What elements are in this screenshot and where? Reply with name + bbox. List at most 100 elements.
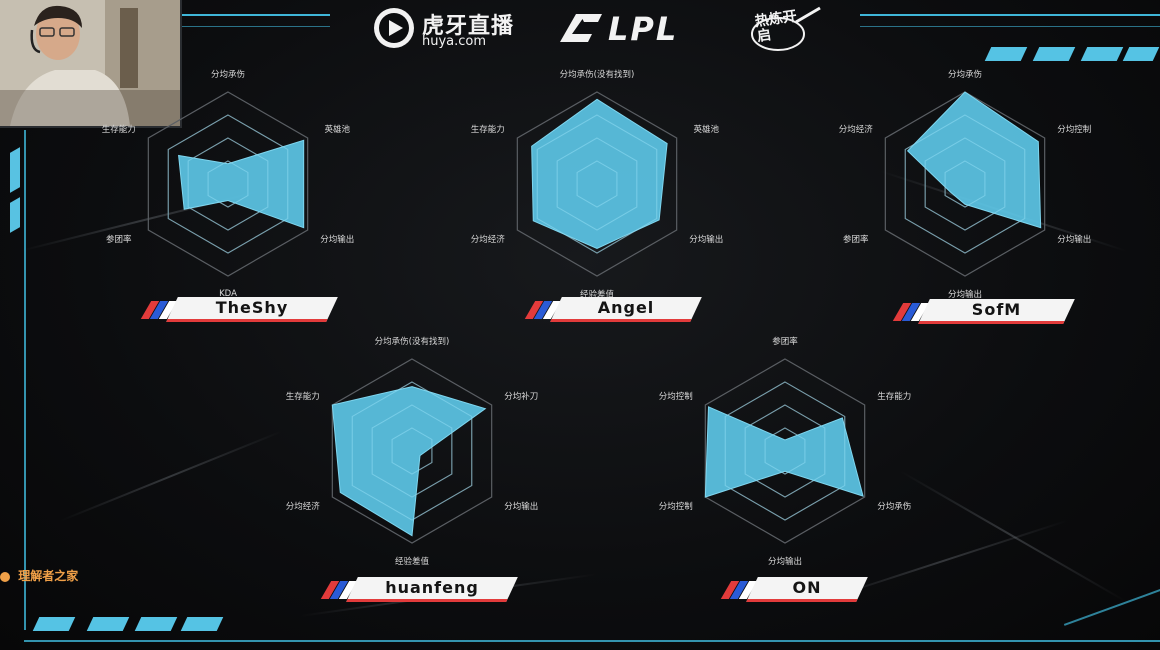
radar-axis-label: 经验差值: [579, 290, 615, 300]
radar-ring: [944, 160, 986, 208]
radar-ring-overlay: [556, 137, 638, 231]
radar-data-area: [906, 91, 1042, 229]
radar-ring-overlay: [724, 381, 846, 521]
radar-ring-overlay: [167, 114, 289, 254]
radar-axis-label: 分均输出: [767, 557, 803, 567]
radar-ring: [924, 137, 1006, 231]
event-logo: 热炼开启: [744, 4, 834, 58]
radar-data-area: [331, 386, 487, 537]
player-name: huanfeng: [385, 578, 479, 597]
left-accent-bar: [10, 147, 20, 193]
radar-axis-label: 分均补刀: [504, 392, 539, 402]
stream-ticker: 理解者之家: [0, 567, 78, 584]
huya-logo-url: huya.com: [422, 34, 487, 49]
deco-block: [86, 617, 130, 631]
radar-ring-overlay: [744, 404, 826, 498]
radar-axis-label: 分均输出: [1057, 235, 1092, 245]
player-name: TheShy: [215, 298, 289, 317]
deco-block: [984, 47, 1028, 61]
radar-ring-overlay: [371, 404, 453, 498]
radar-axis-label: 分均经济: [838, 125, 873, 135]
radar-ring: [391, 427, 433, 475]
bg-streak: [899, 470, 1126, 602]
radar-ring-overlay: [764, 427, 806, 475]
left-accent-bar: [10, 197, 20, 233]
radar-axis-label: 分均承伤(没有找到): [374, 337, 450, 347]
frame-line-top-right: [860, 14, 1160, 16]
radar-axis-label: 分均控制: [658, 502, 693, 512]
radar-axis-label: 英雄池: [693, 125, 720, 135]
radar-axis-label: 生存能力: [470, 125, 505, 135]
radar-axis-label: 分均控制: [1057, 125, 1092, 135]
ticker-text: 理解者之家: [18, 569, 79, 583]
radar-ring: [351, 381, 473, 521]
radar-ring: [764, 427, 806, 475]
deco-block: [1122, 47, 1160, 61]
player-nameplate: ON: [720, 577, 872, 602]
bg-streak: [59, 430, 283, 522]
radar-axis-label: 分均承伤: [947, 70, 983, 80]
frame-line-top-left-2: [180, 26, 330, 27]
bg-streak: [19, 187, 273, 252]
streamer-figure: [0, 0, 180, 126]
frame-line-top-right-2: [860, 26, 1160, 27]
deco-block: [134, 617, 178, 631]
radar-axis-label: 参团率: [105, 235, 132, 245]
event-logo-text: 热炼开启: [753, 8, 798, 45]
radar-axis-label: 分均经济: [470, 235, 505, 245]
lpl-emblem-icon: [560, 14, 602, 42]
radar-ring-overlay: [536, 114, 658, 254]
radar-axis-label: 经验差值: [394, 557, 430, 567]
radar-axis-label: 参团率: [842, 235, 869, 245]
radar-axis-label: 分均输出: [947, 290, 983, 300]
radar-ring-overlay: [576, 160, 618, 208]
player-name: ON: [792, 578, 822, 597]
radar-ring: [167, 114, 289, 254]
radar-axis-label: 参团率: [772, 337, 798, 347]
player-nameplate: SofM: [892, 299, 1079, 324]
radar-axis-label: 生存能力: [285, 392, 320, 402]
huya-mascot-icon: [374, 8, 414, 48]
lpl-logo-text: LPL: [608, 10, 679, 48]
radar-axis-label: 生存能力: [877, 392, 912, 402]
event-badge-icon: [751, 6, 821, 51]
deco-block: [180, 617, 224, 631]
radar-data-area: [531, 98, 668, 249]
radar-ring: [724, 381, 846, 521]
radar-ring: [576, 160, 618, 208]
radar-axis-label: 分均经济: [285, 502, 320, 512]
radar-ring-overlay: [391, 427, 433, 475]
radar-ring-overlay: [351, 381, 473, 521]
radar-axis-label: 分均承伤(没有找到): [559, 70, 635, 80]
radar-axis-label: 分均输出: [320, 235, 355, 245]
radar-data-area: [178, 139, 305, 229]
radar-ring-overlay: [944, 160, 986, 208]
radar-ring: [516, 91, 678, 277]
deco-block: [1032, 47, 1076, 61]
radar-ring: [884, 91, 1046, 277]
radar-axis-label: 分均输出: [689, 235, 724, 245]
huya-logo: 虎牙直播 huya.com: [372, 4, 532, 52]
radar-axis-label: 分均承伤: [210, 70, 246, 80]
player-nameplate: TheShy: [140, 297, 342, 322]
radar-axis-label: 分均控制: [658, 392, 693, 402]
lpl-logo: LPL: [556, 10, 726, 50]
player-name: Angel: [597, 298, 655, 317]
radar-ring: [556, 137, 638, 231]
deco-block: [32, 617, 76, 631]
frame-line-bottom-right-diag: [1063, 576, 1160, 626]
radar-ring-overlay: [924, 137, 1006, 231]
radar-axis-label: 生存能力: [101, 125, 136, 135]
frame-line-bottom: [24, 640, 1160, 642]
radar-axis-label: 分均承伤: [877, 502, 912, 512]
radar-axis-label: 英雄池: [324, 125, 351, 135]
radar-ring: [371, 404, 453, 498]
streamer-webcam: [0, 0, 182, 128]
frame-line-left: [24, 130, 26, 630]
radar-axis-label: KDA: [219, 289, 237, 299]
radar-ring: [704, 358, 866, 544]
ticker-icon: [0, 571, 10, 582]
frame-line-top-left: [180, 14, 330, 16]
radar-ring-overlay: [187, 137, 269, 231]
